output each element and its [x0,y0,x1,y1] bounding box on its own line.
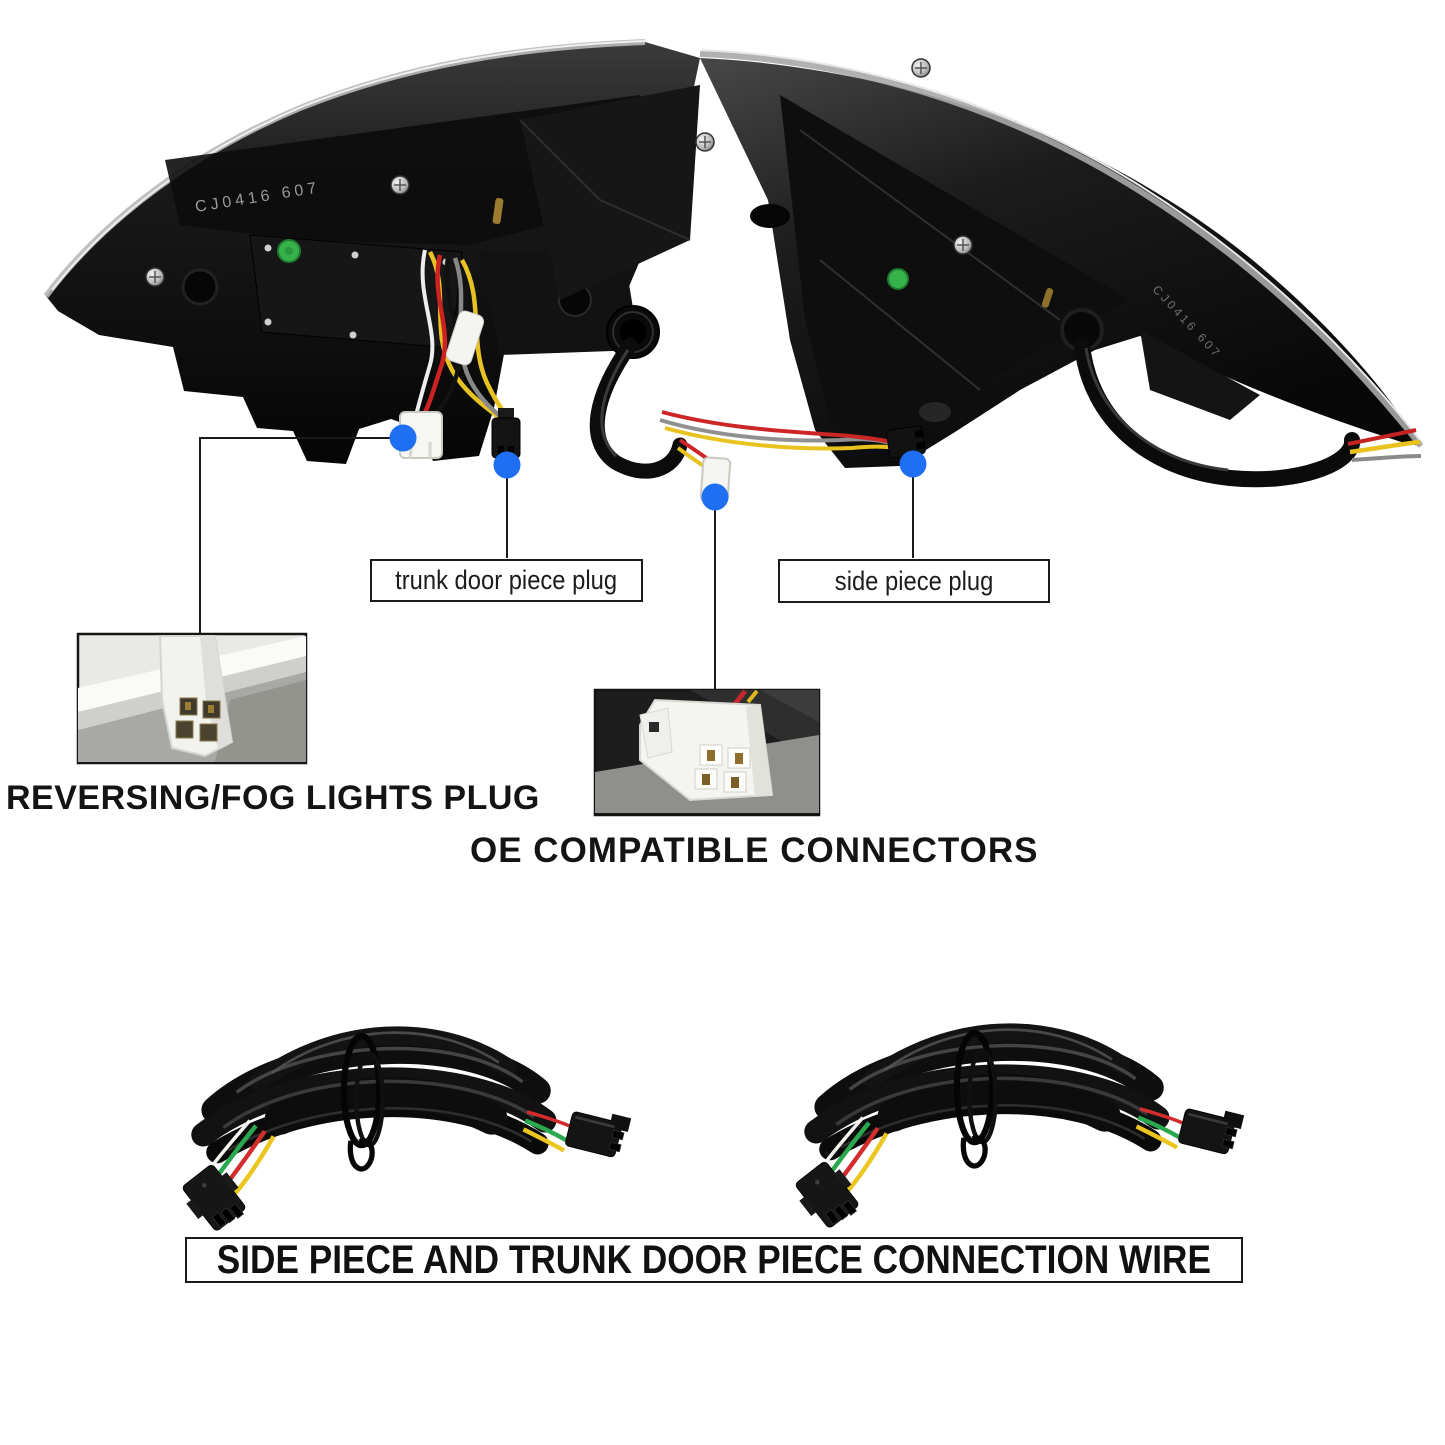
trunk-door-plug-connector [491,408,521,459]
marker-oe-connector [701,483,729,511]
green-sticker-icon [887,268,909,290]
heading-oe-connectors: OE COMPATIBLE CONNECTORS [470,831,1039,870]
bottom-title-box: SIDE PIECE AND TRUNK DOOR PIECE CONNECTI… [185,1237,1243,1283]
marker-trunk-door-plug [493,451,521,479]
marker-side-piece-plug [899,450,927,478]
side-piece-plug-connector [886,425,926,459]
callout-label-side-piece-text: side piece plug [834,565,994,596]
inset-oe-connector-photo [593,688,821,817]
callout-label-side-piece: side piece plug [778,559,1050,603]
callout-label-trunk-door: trunk door piece plug [370,559,643,602]
marker-reversing-plug [389,424,417,452]
taillight-wiring [399,249,1422,504]
callout-label-trunk-door-text: trunk door piece plug [395,565,618,595]
bottom-title-text: SIDE PIECE AND TRUNK DOOR PIECE CONNECTI… [216,1237,1212,1282]
callout-line-reversing-plug [199,437,403,633]
taillight-assembly: CJ0416 607 CJ0416 607 [43,39,1424,468]
screw-icon [145,58,973,287]
heading-reversing-fog-plug: REVERSING/FOG LIGHTS PLUG [6,779,540,817]
wire-bundle-left [177,1033,632,1238]
inset-reversing-plug-photo [76,632,308,765]
wire-bundle-right [790,1030,1245,1235]
